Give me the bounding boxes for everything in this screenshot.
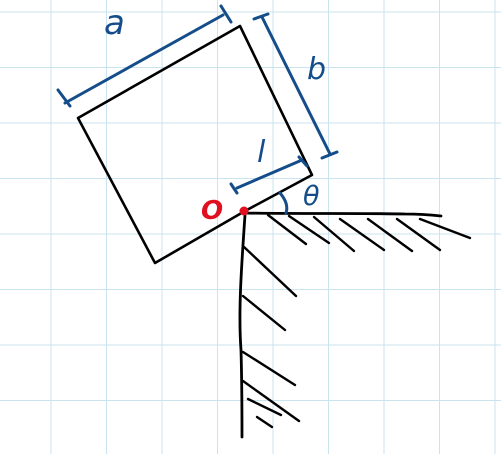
- ground-surface: [242, 211, 443, 218]
- angle-arc: [278, 191, 289, 215]
- block-outline: [76, 24, 314, 265]
- label-l: l: [257, 135, 266, 170]
- wall-surface: [238, 213, 247, 439]
- pivot-point: [239, 206, 249, 216]
- label-b: b: [307, 52, 326, 87]
- label-o: O: [201, 196, 223, 226]
- label-theta: θ: [303, 181, 320, 212]
- dimension-b: [252, 12, 339, 160]
- wall-hatching: [241, 245, 301, 429]
- dimension-l: [229, 155, 309, 195]
- label-a: a: [104, 3, 125, 43]
- ground-hatching: [266, 213, 472, 253]
- dimension-a: [56, 4, 233, 108]
